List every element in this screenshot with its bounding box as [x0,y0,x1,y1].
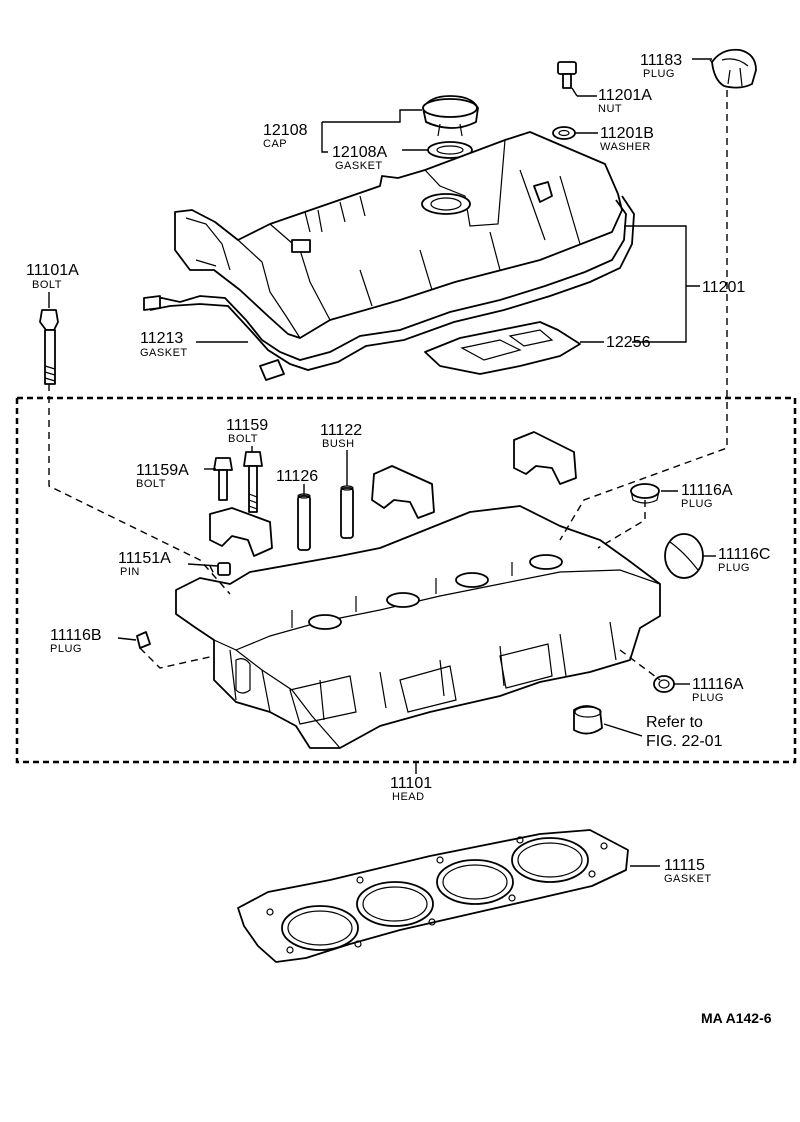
callout-11159a: 11159A BOLT [136,462,189,490]
callout-11201a: 11201A NUT [598,87,652,115]
part-name-12108a: GASKET [335,160,383,172]
part-name-11151a: PIN [120,566,140,578]
part-number-12256: 12256 [606,334,651,351]
part-name-11201a: NUT [598,103,622,115]
part-number-12108a: 12108A [332,144,387,161]
callout-12108a: 12108A GASKET [332,144,387,172]
callout-11151a: 11151A PIN [118,550,171,578]
part-name-11116a-top: PLUG [681,498,713,510]
part-number-11213: 11213 [140,330,183,347]
part-number-11183: 11183 [640,52,682,69]
plug-11116c-drawing [664,533,704,579]
part-number-11159a: 11159A [136,462,189,479]
callout-11183: 11183 PLUG [640,52,682,80]
part-name-11122: BUSH [322,438,355,450]
callout-11115: 11115 GASKET [664,857,712,885]
part-number-11101a: 11101A [26,262,79,279]
part-number-11115: 11115 [664,857,705,874]
part-name-11101: HEAD [392,791,425,803]
pin-11151a-drawing [217,562,231,576]
callout-11101: 11101 HEAD [390,775,432,803]
callout-11159: 11159 BOLT [226,417,268,445]
cylinder-head-11101-drawing [175,505,661,749]
part-number-11201a: 11201A [598,87,652,104]
part-name-11183: PLUG [643,68,675,80]
figure-code: MA A142-6 [701,1010,772,1026]
plug-11116a-bottom-drawing [653,675,675,693]
assembly-boundary-box [15,396,797,764]
part-number-11116c: 11116C [718,546,770,563]
callout-11116b: 11116B PLUG [50,627,102,655]
callout-11126: 11126 [276,468,318,485]
plate-gasket-12256-drawing [424,321,581,375]
head-bolt-11101a-drawing [39,309,59,385]
head-gasket-11115-drawing [237,829,629,963]
oil-cap-12108-drawing [422,95,479,159]
callout-11201: 11201 [702,279,745,296]
part-number-11126: 11126 [276,468,318,485]
plug-11116b-drawing [136,631,151,649]
callout-12256: 12256 [606,334,651,351]
part-number-11116b: 11116B [50,627,102,644]
callout-11101a: 11101A BOLT [26,262,79,291]
bolts-11159-drawing [213,451,263,513]
part-number-11151a: 11151A [118,550,171,567]
cover-gasket-11213-drawing [143,195,635,381]
part-name-11116c: PLUG [718,562,750,574]
part-name-12108: CAP [263,138,287,150]
nut-11201a-drawing [557,61,577,89]
callout-12108: 12108 CAP [263,122,308,150]
callout-11213: 11213 GASKET [140,330,188,359]
washer-11201b-drawing [552,126,576,140]
reference-note-line2: FIG. 22-01 [646,733,723,750]
part-name-11159a: BOLT [136,478,166,490]
leader-lines [48,58,728,867]
part-number-11201: 11201 [702,279,745,296]
plug-11183-drawing [711,48,757,89]
camshaft-caps-drawing [209,431,577,557]
part-name-11201b: WASHER [600,141,651,153]
part-number-11116a-top: 11116A [681,482,733,499]
part-number-11159: 11159 [226,417,268,434]
part-number-11201b: 11201B [600,125,654,142]
part-name-11213: GASKET [140,347,188,359]
callout-11116c: 11116C PLUG [718,546,770,574]
callout-11201b: 11201B WASHER [600,125,654,153]
part-number-11101: 11101 [390,775,432,792]
part-number-11122: 11122 [320,422,362,439]
part-name-11116a-bottom: PLUG [692,692,724,704]
callout-reference: Refer to FIG. 22-01 [646,714,723,750]
referenced-plug-drawing [573,705,603,735]
part-name-11115: GASKET [664,873,712,885]
part-number-11116a-bottom: 11116A [692,676,744,693]
part-number-12108: 12108 [263,122,308,139]
callout-11122: 11122 BUSH [320,422,362,450]
cylinder-head-cover-11201-drawing [174,131,623,339]
valve-guides-drawing [297,485,354,551]
part-name-11101a: BOLT [32,279,62,291]
part-name-11159: BOLT [228,433,258,445]
callout-11116a-bottom: 11116A PLUG [692,676,744,704]
part-name-11116b: PLUG [50,643,82,655]
reference-note-line1: Refer to [646,714,703,731]
callout-11116a-top: 11116A PLUG [681,482,733,510]
